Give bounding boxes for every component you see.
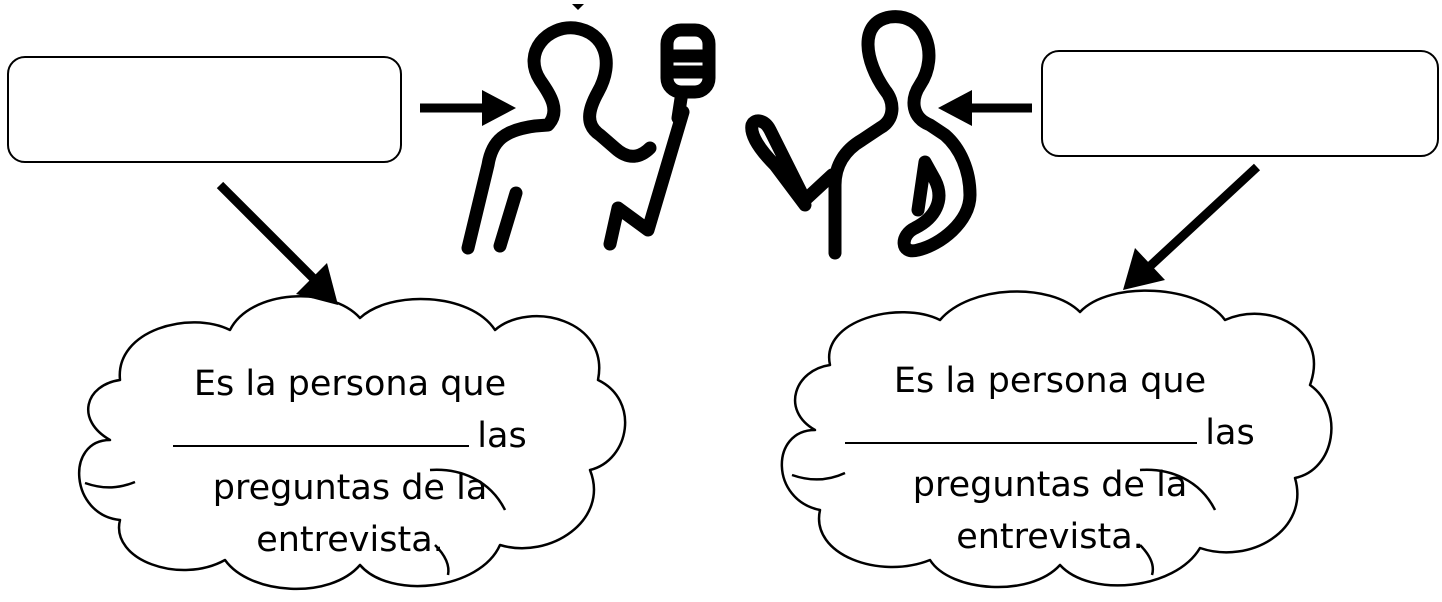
right-thought-cloud <box>780 289 1333 589</box>
arrow-right-box-to-right-cloud-head <box>1123 248 1165 290</box>
answer-box-right[interactable] <box>1041 50 1439 157</box>
top-tick-mark <box>572 4 584 10</box>
arrow-left-box-to-left-cloud <box>216 181 322 287</box>
left-cloud-line-1: Es la persona que <box>193 364 507 404</box>
left-cloud-fill-in-blank[interactable] <box>173 415 470 447</box>
right-cloud-inner-curve-1 <box>791 471 846 481</box>
right-cloud-line-1: Es la persona que <box>893 361 1207 401</box>
right-cloud-blank-suffix: las <box>1205 413 1255 453</box>
arrow-left-box-to-interviewer-head <box>482 90 516 126</box>
right-cloud-inner-curve-2 <box>1139 468 1217 511</box>
right-cloud-fill-in-blank[interactable] <box>845 412 1198 444</box>
interviewee-gesturing-icon <box>745 10 977 260</box>
left-cloud-inner-curve-1 <box>84 480 136 489</box>
left-cloud-line-3: preguntas de la <box>212 468 488 508</box>
right-cloud-line-3: preguntas de la <box>912 465 1188 505</box>
arrow-right-box-to-right-cloud <box>1144 163 1261 272</box>
interviewer-with-microphone-icon <box>461 21 716 255</box>
arrow-left-box-to-left-cloud-head <box>296 263 338 305</box>
left-cloud-inner-curve-2 <box>429 468 507 511</box>
right-cloud-line-4: entrevista. <box>956 517 1144 557</box>
right-cloud-inner-curve-3 <box>1139 544 1155 576</box>
left-thought-cloud <box>78 295 627 590</box>
right-cloud-text: Es la persona que las preguntas de la en… <box>830 355 1270 563</box>
left-cloud-line-4: entrevista. <box>256 520 444 560</box>
left-cloud-line-2: las <box>145 410 555 462</box>
answer-box-left[interactable] <box>7 56 402 163</box>
left-cloud-text: Es la persona que las preguntas de la en… <box>145 358 555 566</box>
left-cloud-blank-suffix: las <box>477 416 527 456</box>
left-cloud-inner-curve-3 <box>434 544 450 576</box>
arrow-right-box-to-interviewee-head <box>938 90 972 126</box>
right-cloud-line-2: las <box>830 407 1270 459</box>
